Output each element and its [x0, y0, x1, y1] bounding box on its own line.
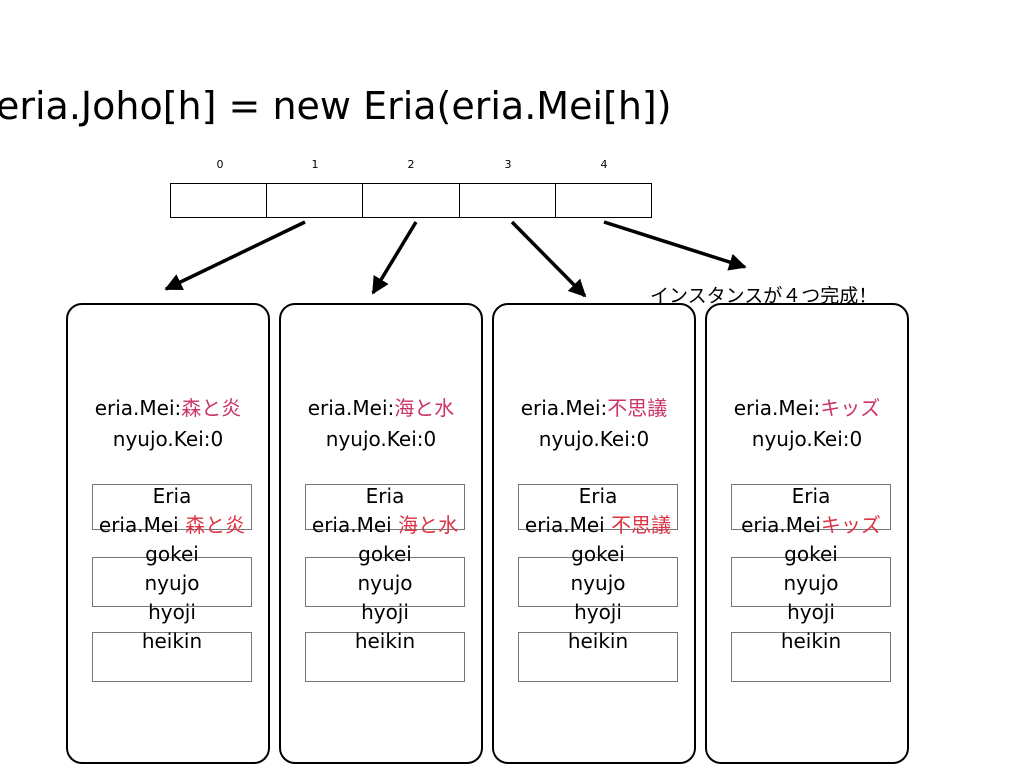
- method-nyujo: nyujo: [357, 571, 413, 595]
- class-method-box: [518, 632, 678, 682]
- class-name: Eria: [152, 484, 192, 508]
- class-field-label: eria.Mei: [98, 513, 179, 537]
- class-name: Eria: [791, 484, 831, 508]
- instance-fields: eria.Mei:キッズ nyujo.Kei:0: [697, 393, 917, 455]
- method-heikin: heikin: [567, 629, 629, 653]
- instance-fields: eria.Mei:海と水 nyujo.Kei:0: [271, 393, 491, 455]
- method-heikin: heikin: [354, 629, 416, 653]
- instance-field-2: nyujo.Kei:0: [538, 427, 650, 451]
- class-name-box: [731, 484, 891, 530]
- class-box: Eria eria.Mei 海と水 gokei nyujo hyoji heik…: [305, 478, 465, 682]
- method-gokei: gokei: [145, 542, 199, 566]
- class-field-box: [518, 557, 678, 607]
- instance-field-label: eria.Mei:: [94, 396, 182, 420]
- method-hyoji: hyoji: [148, 600, 196, 624]
- class-name-box: [518, 484, 678, 530]
- instance-field-label: eria.Mei:: [733, 396, 821, 420]
- array-index-2: 2: [407, 158, 415, 171]
- instance-field-label: eria.Mei:: [520, 396, 608, 420]
- array-index-0: 0: [216, 158, 224, 171]
- method-heikin: heikin: [141, 629, 203, 653]
- array-cells: [170, 183, 652, 218]
- array-cell-4: [556, 184, 651, 217]
- class-field-value: 海と水: [391, 513, 459, 537]
- class-field-value: キッズ: [820, 513, 881, 537]
- instance-panel-2: eria.Mei:不思議 nyujo.Kei:0 Eria eria.Mei 不…: [492, 303, 696, 764]
- class-name-box: [92, 484, 252, 530]
- array-cell-2: [363, 184, 460, 217]
- array-cell-0: [171, 184, 268, 217]
- class-name: Eria: [365, 484, 405, 508]
- class-field-label: eria.Mei: [741, 513, 821, 537]
- method-nyujo: nyujo: [783, 571, 839, 595]
- instance-complete-note: インスタンスが４つ完成！: [650, 285, 878, 307]
- class-field-value: 森と炎: [178, 513, 246, 537]
- method-gokei: gokei: [571, 542, 625, 566]
- class-field-box: [731, 557, 891, 607]
- array-index-1: 1: [311, 158, 319, 171]
- instance-panel-1: eria.Mei:海と水 nyujo.Kei:0 Eria eria.Mei 海…: [279, 303, 483, 764]
- instance-field-2: nyujo.Kei:0: [112, 427, 224, 451]
- method-hyoji: hyoji: [361, 600, 409, 624]
- instance-panel-0: eria.Mei:森と炎 nyujo.Kei:0 Eria eria.Mei 森…: [66, 303, 270, 764]
- class-name: Eria: [578, 484, 618, 508]
- class-field-value: 不思議: [604, 513, 672, 537]
- array-cell-3: [460, 184, 556, 217]
- class-box: Eria eria.Mei 森と炎 gokei nyujo hyoji heik…: [92, 478, 252, 682]
- instance-field-value: 不思議: [607, 396, 668, 420]
- class-box: Eria eria.Meiキッズ gokei nyujo hyoji heiki…: [731, 478, 891, 682]
- arrow-0: [164, 220, 306, 291]
- class-method-box: [731, 632, 891, 682]
- instance-fields: eria.Mei:森と炎 nyujo.Kei:0: [58, 393, 278, 455]
- diagram-title: eria.Joho[h] = new Eria(eria.Mei[h]): [0, 84, 672, 128]
- method-hyoji: hyoji: [574, 600, 622, 624]
- class-method-box: [305, 632, 465, 682]
- arrow-1: [371, 221, 418, 295]
- method-nyujo: nyujo: [144, 571, 200, 595]
- arrow-2: [510, 220, 587, 298]
- arrow-3: [603, 220, 747, 271]
- method-hyoji: hyoji: [787, 600, 835, 624]
- class-field-box: [92, 557, 252, 607]
- instance-field-2: nyujo.Kei:0: [325, 427, 437, 451]
- instance-field-value: 森と炎: [181, 396, 242, 420]
- array-index-4: 4: [600, 158, 608, 171]
- class-field-box: [305, 557, 465, 607]
- class-box: Eria eria.Mei 不思議 gokei nyujo hyoji heik…: [518, 478, 678, 682]
- array-cell-1: [267, 184, 364, 217]
- method-nyujo: nyujo: [570, 571, 626, 595]
- method-gokei: gokei: [358, 542, 412, 566]
- class-name-box: [305, 484, 465, 530]
- instance-field-value: 海と水: [394, 396, 455, 420]
- class-field-label: eria.Mei: [524, 513, 605, 537]
- method-heikin: heikin: [780, 629, 842, 653]
- class-field-label: eria.Mei: [311, 513, 392, 537]
- instance-fields: eria.Mei:不思議 nyujo.Kei:0: [484, 393, 704, 455]
- method-gokei: gokei: [784, 542, 838, 566]
- instance-field-label: eria.Mei:: [307, 396, 395, 420]
- instance-field-value: キッズ: [820, 396, 881, 420]
- class-method-box: [92, 632, 252, 682]
- instance-panel-3: eria.Mei:キッズ nyujo.Kei:0 Eria eria.Meiキッ…: [705, 303, 909, 764]
- instance-field-2: nyujo.Kei:0: [751, 427, 863, 451]
- array-index-3: 3: [504, 158, 512, 171]
